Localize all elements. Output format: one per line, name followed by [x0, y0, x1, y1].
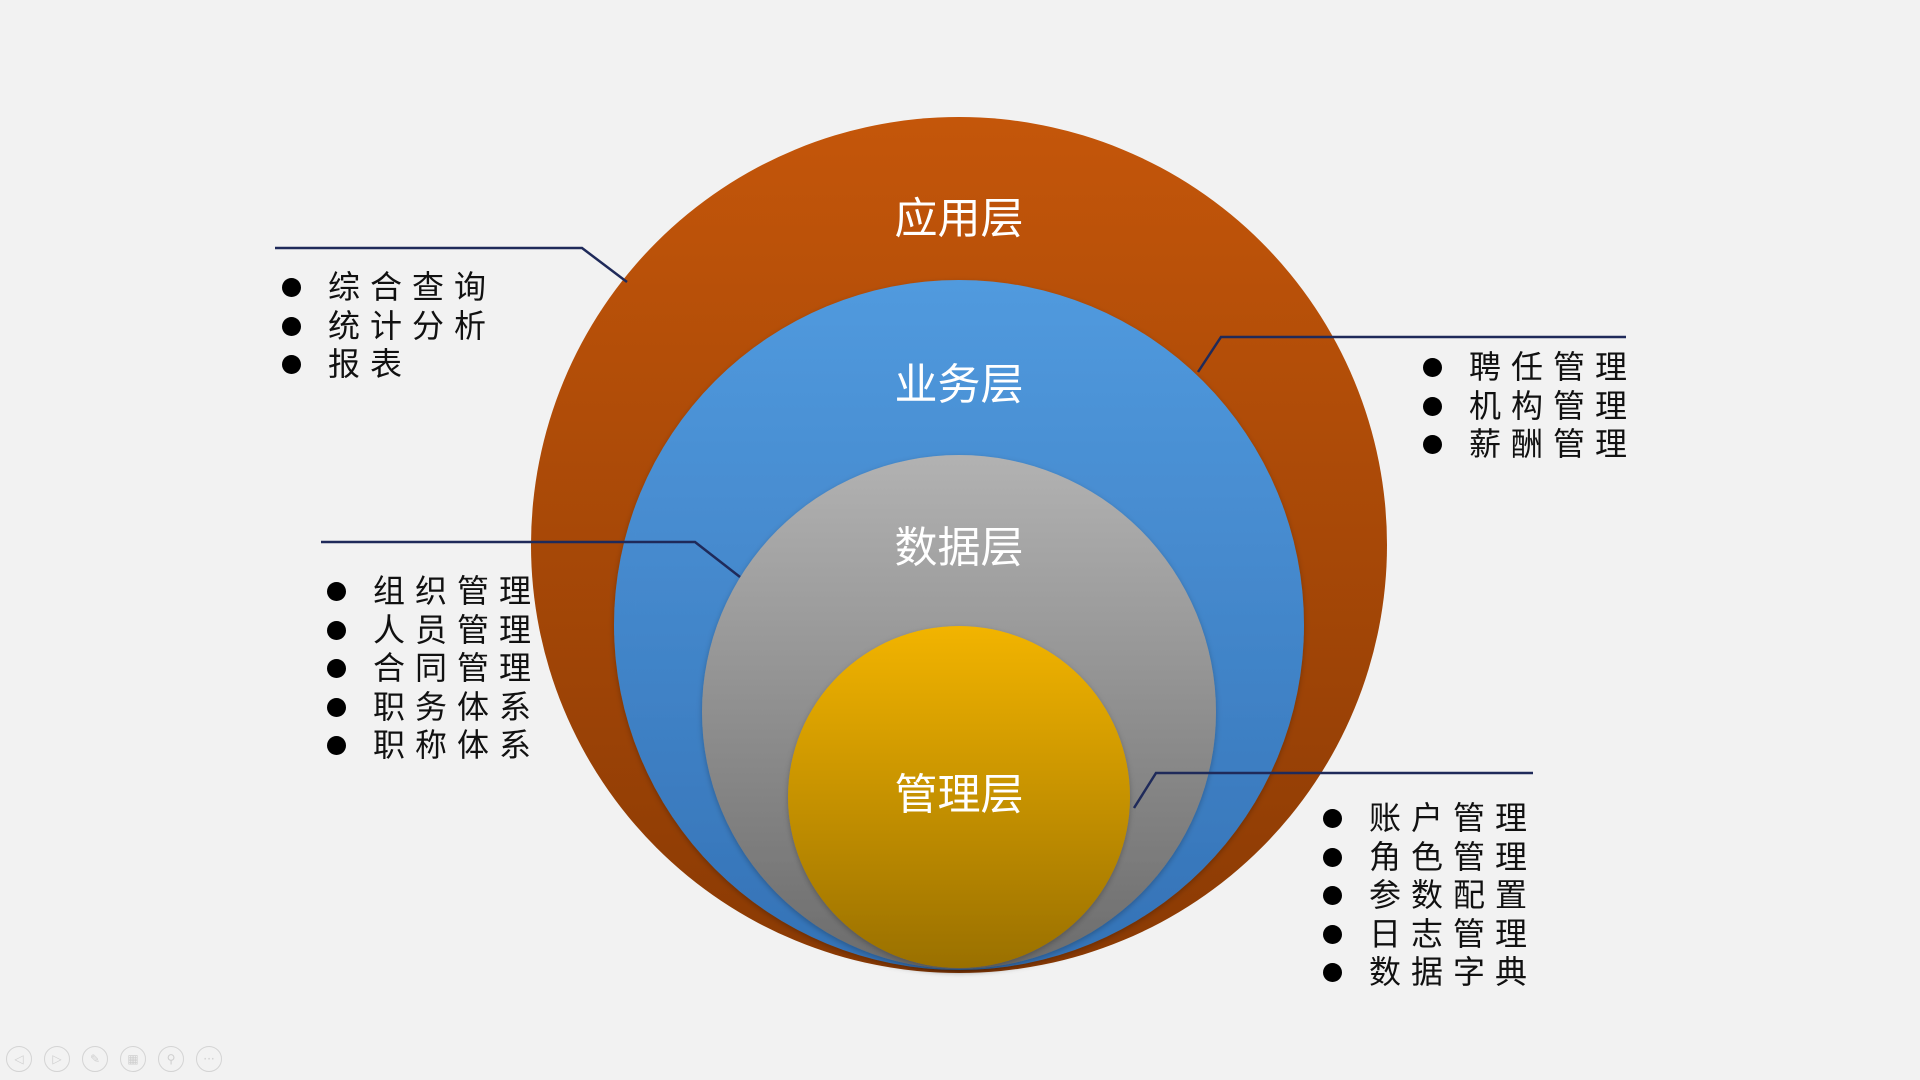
layer-label-business: 业务层 — [895, 361, 1024, 411]
bullet-icon — [327, 582, 346, 601]
slides-grid-icon[interactable]: ▦ — [120, 1046, 146, 1072]
list-item-label: 职称体系 — [373, 726, 542, 764]
bullet-icon — [327, 736, 346, 755]
bullet-icon — [1323, 886, 1342, 905]
leader-line-application — [275, 246, 628, 283]
leader-line-management — [1132, 771, 1533, 809]
layer-label-data: 数据层 — [895, 524, 1024, 574]
list-item-label: 报表 — [328, 345, 413, 383]
list-item: 参数配置 — [1323, 876, 1537, 915]
list-item-label: 账户管理 — [1369, 799, 1538, 837]
application-feature-list: 综合查询统计分析报表 — [282, 268, 496, 384]
list-item-label: 合同管理 — [373, 649, 542, 687]
list-item-label: 统计分析 — [328, 306, 497, 345]
bullet-icon — [1323, 809, 1342, 828]
zoom-icon[interactable]: ⚲ — [158, 1046, 184, 1072]
bullet-icon — [1423, 435, 1442, 454]
list-item-label: 综合查询 — [328, 268, 497, 306]
list-item-label: 薪酬管理 — [1469, 425, 1638, 463]
bullet-icon — [282, 355, 301, 374]
bullet-icon — [282, 278, 301, 297]
list-item-label: 机构管理 — [1469, 386, 1638, 425]
list-item: 综合查询 — [282, 268, 496, 307]
list-item: 组织管理 — [327, 572, 541, 611]
list-item-label: 参数配置 — [1369, 876, 1538, 914]
list-item: 日志管理 — [1323, 915, 1537, 954]
list-item-label: 职务体系 — [373, 687, 542, 726]
bullet-icon — [1323, 847, 1342, 867]
bullet-icon — [1423, 358, 1442, 377]
layer-label-application: 应用层 — [895, 195, 1024, 245]
data-feature-list: 组织管理人员管理合同管理职务体系职称体系 — [327, 572, 541, 765]
layer-label-management: 管理层 — [895, 771, 1024, 821]
list-item-label: 日志管理 — [1369, 914, 1538, 953]
business-feature-list: 聘任管理机构管理薪酬管理 — [1423, 348, 1637, 464]
list-item-label: 人员管理 — [373, 610, 542, 649]
management-feature-list: 账户管理角色管理参数配置日志管理数据字典 — [1323, 799, 1537, 992]
previous-slide-icon[interactable]: ◁ — [6, 1046, 32, 1072]
next-slide-icon[interactable]: ▷ — [44, 1046, 70, 1072]
layer-management: 管理层 — [788, 626, 1130, 968]
list-item: 职务体系 — [327, 688, 541, 727]
bullet-icon — [1423, 396, 1442, 416]
list-item: 合同管理 — [327, 649, 541, 688]
bullet-icon — [327, 659, 346, 678]
bullet-icon — [1323, 963, 1342, 982]
list-item: 职称体系 — [327, 726, 541, 765]
bullet-icon — [327, 697, 346, 717]
list-item: 统计分析 — [282, 307, 496, 346]
more-options-icon[interactable]: ··· — [196, 1046, 222, 1072]
list-item: 薪酬管理 — [1423, 425, 1637, 464]
list-item: 报表 — [282, 345, 496, 384]
list-item-label: 组织管理 — [373, 572, 542, 610]
list-item: 角色管理 — [1323, 838, 1537, 877]
list-item-label: 聘任管理 — [1469, 348, 1638, 386]
bullet-icon — [282, 316, 301, 336]
list-item-label: 角色管理 — [1369, 837, 1538, 876]
leader-line-data — [321, 540, 741, 578]
list-item-label: 数据字典 — [1369, 953, 1538, 991]
list-item: 人员管理 — [327, 611, 541, 650]
pen-icon[interactable]: ✎ — [82, 1046, 108, 1072]
list-item: 数据字典 — [1323, 953, 1537, 992]
bullet-icon — [1323, 924, 1342, 944]
list-item: 账户管理 — [1323, 799, 1537, 838]
list-item: 聘任管理 — [1423, 348, 1637, 387]
bullet-icon — [327, 620, 346, 640]
list-item: 机构管理 — [1423, 387, 1637, 426]
leader-line-business — [1196, 335, 1626, 373]
